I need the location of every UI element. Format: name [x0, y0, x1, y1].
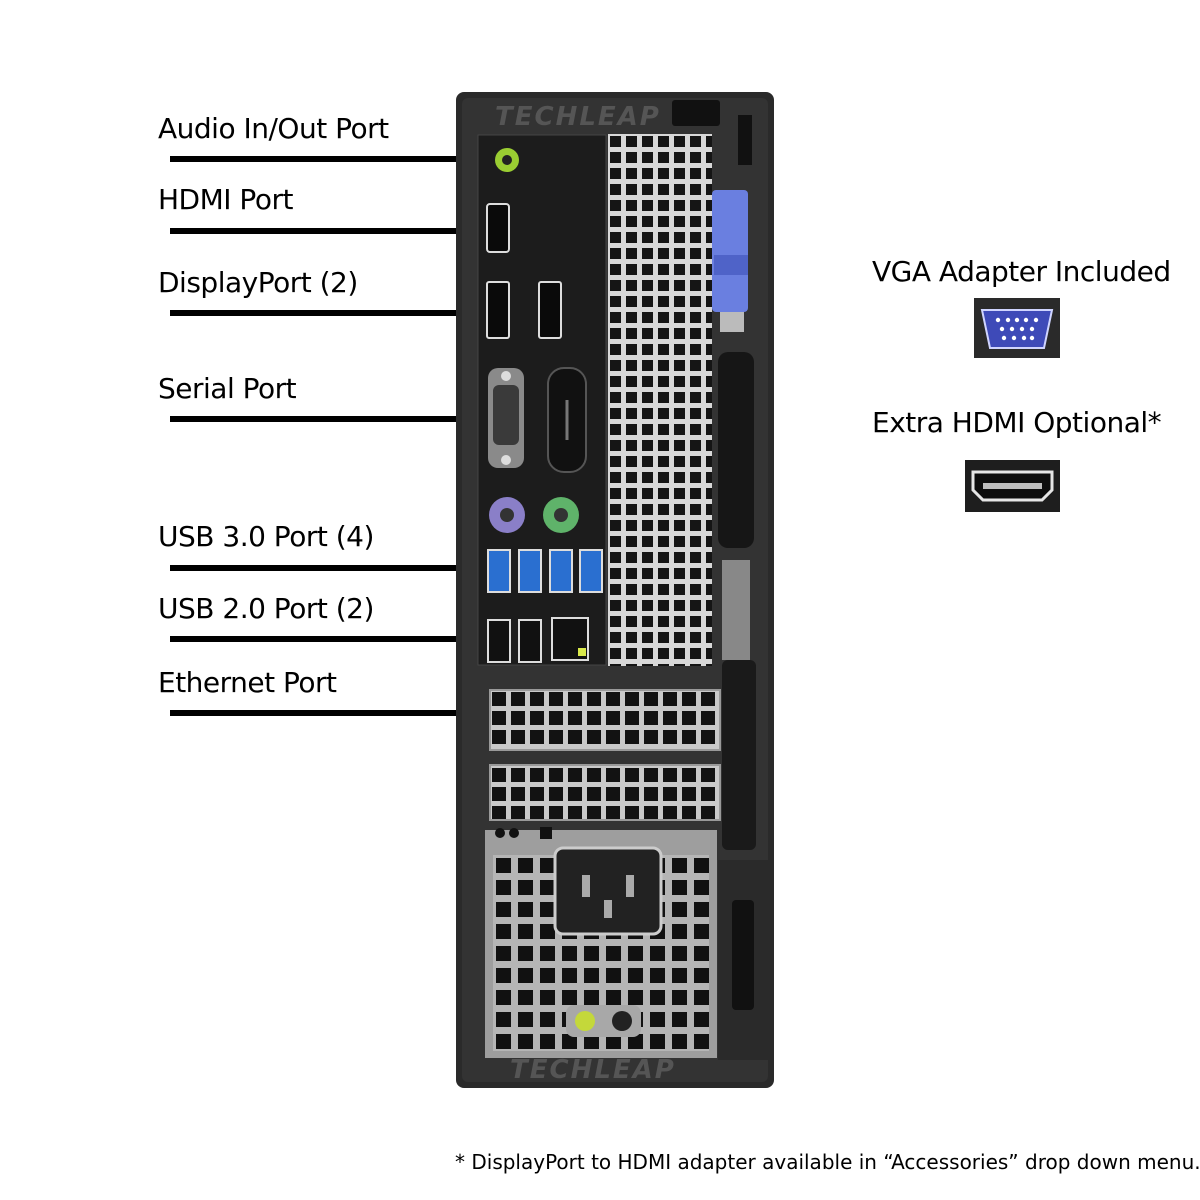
usb3-port-label: USB 3.0 Port (4): [158, 520, 374, 553]
usb2-leader-line: [170, 636, 488, 642]
hdmi-port: [486, 203, 510, 253]
usb3-leader-line: [170, 565, 488, 571]
extra-hdmi-label: Extra HDMI Optional*: [872, 406, 1162, 439]
displayport-1: [486, 281, 510, 339]
displayport-2: [538, 281, 562, 339]
serial-leader-line: [170, 416, 484, 422]
displayport-label: DisplayPort (2): [158, 266, 358, 299]
hdmi-port-label: HDMI Port: [158, 183, 293, 216]
usb3-port-1: [487, 549, 511, 593]
vent-grill: [608, 134, 712, 666]
vga-adapter-label: VGA Adapter Included: [872, 255, 1171, 288]
expansion-slot-2: [489, 764, 721, 821]
audio-port-label: Audio In/Out Port: [158, 112, 389, 145]
ethernet-leader-line: [170, 710, 572, 716]
brand-watermark-top: TECHLEAP: [495, 102, 661, 132]
hdmi-leader-line: [170, 228, 488, 234]
audio-leader-line: [170, 156, 490, 162]
blue-latch: [712, 190, 748, 312]
ethernet-port-label: Ethernet Port: [158, 666, 337, 699]
footnote: * DisplayPort to HDMI adapter available …: [455, 1150, 1200, 1174]
hdmi-optional-icon: [965, 460, 1060, 512]
displayport-leader-line: [170, 310, 486, 316]
usb3-port-4: [579, 549, 603, 593]
serial-port-label: Serial Port: [158, 372, 297, 405]
usb2-port-2: [518, 619, 542, 663]
power-socket: [553, 846, 663, 936]
expansion-slot-1: [489, 689, 721, 751]
vga-adapter-icon: [974, 298, 1060, 358]
usb3-port-3: [549, 549, 573, 593]
brand-watermark-bottom: TECHLEAP: [510, 1055, 676, 1085]
usb3-port-2: [518, 549, 542, 593]
usb2-port-label: USB 2.0 Port (2): [158, 592, 374, 625]
usb2-port-1: [487, 619, 511, 663]
